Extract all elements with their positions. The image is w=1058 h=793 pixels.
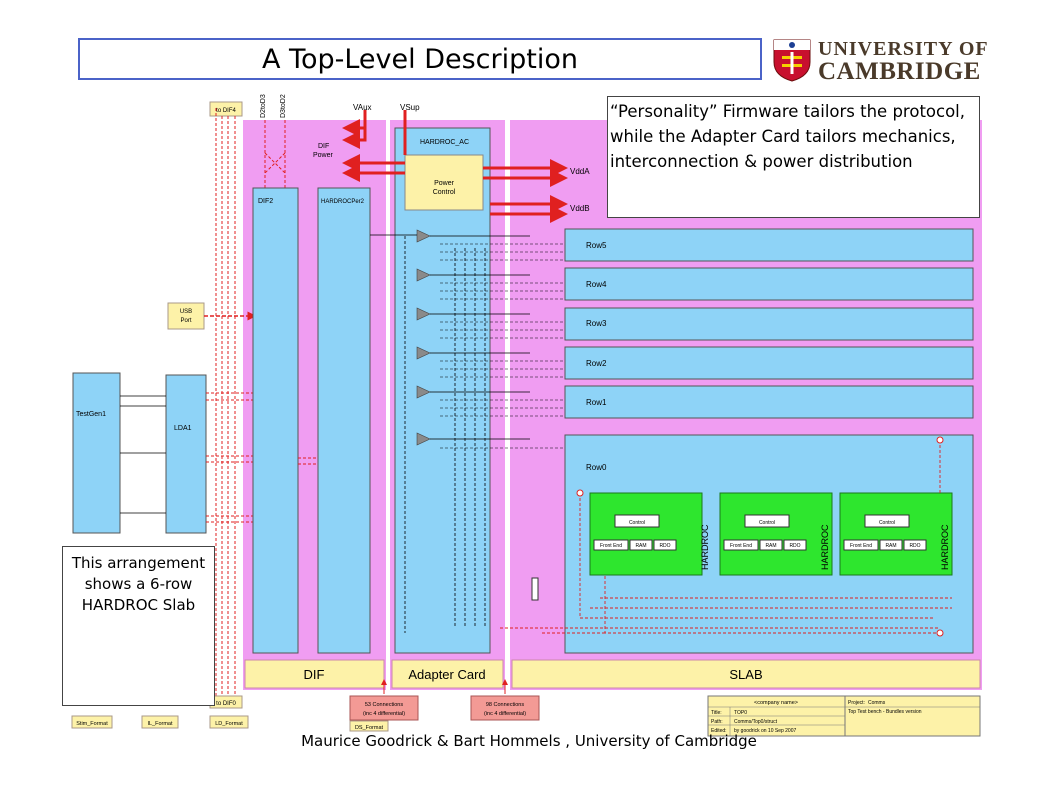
block-dif2: DIF2 [258,198,273,205]
row-label-2: Row2 [586,359,607,368]
hardroc-chip-2: Control Front End RAM RDO HARDROC [719,492,833,576]
chip-2-ram: RAM [765,543,776,549]
label-vddb: VddB [570,204,590,213]
cambridge-crest-icon [773,39,811,82]
section-label-dif: DIF [304,667,325,682]
format-ld: LD_Format [215,721,243,727]
hardroc-chip-1: Control Front End RAM RDO HARDROC [589,492,710,576]
callout-firmware: “Personality” Firmware tailors the proto… [607,96,980,218]
title-block-company: <company name> [754,700,798,706]
logo-line1: UNIVERSITY OF [818,38,989,60]
connector-to-dif4: to DIF4 [216,108,236,114]
title-box: A Top-Level Description [78,38,762,80]
label-d2tod3: D2toD3 [260,94,267,118]
row-label-4: Row4 [586,280,607,289]
block-hardroc-ac: HARDROC_AC [420,139,469,146]
block-power-control-1: Power [434,180,455,187]
drawing-title-block: <company name> Project: Comms Top Test b… [707,695,981,737]
chip-1-ram: RAM [635,543,646,549]
title-block-title: TOP0 [734,710,747,716]
chip-1-rdo: RDO [659,543,670,549]
label-dif-power-2: Power [313,152,334,159]
chip-3-name: HARDROC [940,524,950,570]
chip-3-rdo: RDO [909,543,920,549]
connector-to-dif0: to DIF0 [216,701,236,707]
format-stim: Stim_Format [76,721,108,727]
title-block-edited-label: Edited: [711,728,727,734]
chip-2-name: HARDROC [820,524,830,570]
label-vsup: VSup [400,103,420,112]
block-testgen: TestGen1 [76,411,106,418]
label-vaux: VAux [353,103,372,112]
bottom-box-left-1: 53 Connections [365,702,403,708]
ds-format-label: DS_Format [355,725,384,731]
chip-3-control: Control [879,520,895,526]
chip-2-control: Control [759,520,775,526]
usb-port-label: USB [180,309,192,315]
block-lda: LDA1 [174,425,192,432]
chip-1-front-end: Front End [600,543,622,549]
logo-line2: CAMBRIDGE [818,58,981,85]
page-title: A Top-Level Description [262,43,578,75]
title-block-project-val: Comms [868,700,886,706]
section-label-adapter: Adapter Card [408,667,485,682]
chip-2-front-end: Front End [730,543,752,549]
title-block-desc: Top Test bench - Bundles version [848,709,922,715]
university-logo: UNIVERSITY OF CAMBRIDGE [772,38,988,85]
note-hardroc-slab: This arrangement shows a 6-row HARDROC S… [62,546,215,706]
rows-group: Row5 Row4 Row3 Row2 Row1 [564,228,974,419]
section-label-slab: SLAB [729,667,762,682]
chip-3-front-end: Front End [850,543,872,549]
footer-author: Maurice Goodrick & Bart Hommels , Univer… [301,732,757,750]
chip-1-control: Control [629,520,645,526]
block-power-control-2: Control [433,189,456,196]
title-block-path-label: Path: [711,719,723,725]
row-label-1: Row1 [586,398,607,407]
label-dif-power-1: DIF [318,143,329,150]
label-vdda: VddA [570,167,590,176]
title-block-title-label: Title: [711,710,722,716]
label-d3tod2: D3toD2 [280,94,287,118]
hardroc-chip-3: Control Front End RAM RDO HARDROC [839,492,953,576]
title-block-edited: by goodrick on 10 Sep 2007 [734,728,796,734]
block-hardrocper2: HARDROCPer2 [321,199,365,205]
row-label-0: Row0 [586,463,607,472]
row-label-3: Row3 [586,319,607,328]
row-label-5: Row5 [586,241,607,250]
title-block-project: Project: [848,700,865,706]
usb-port-label-2: Port [180,318,191,324]
chip-2-rdo: RDO [789,543,800,549]
bottom-box-left-2: (inc 4 differential) [363,711,405,717]
bottom-box-right-2: (inc 4 differential) [484,711,526,717]
title-block-path: Comms/Top0/struct [734,719,778,725]
bottom-box-right-1: 98 Connections [486,702,524,708]
chip-1-name: HARDROC [700,524,710,570]
chip-3-ram: RAM [885,543,896,549]
format-il: IL_Format [147,721,173,727]
